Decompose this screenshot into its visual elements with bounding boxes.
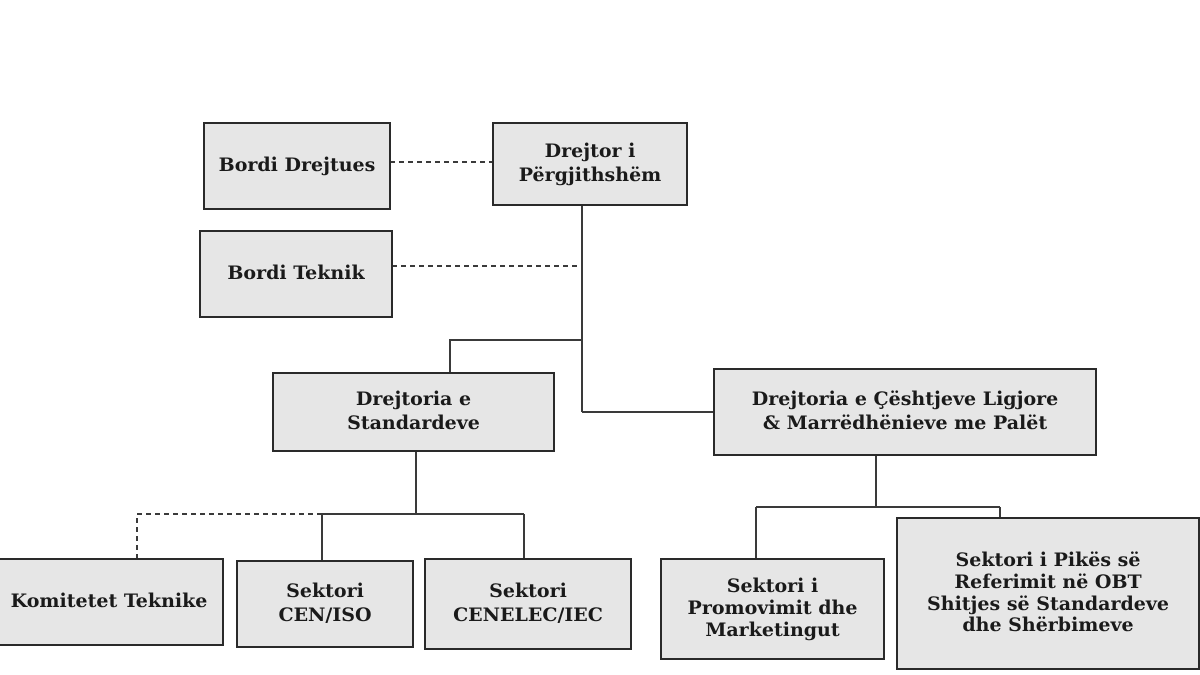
node-text: Sektori: [286, 580, 364, 603]
node-technical-committees: Komitetet Teknike: [0, 558, 224, 646]
node-technical-board: Bordi Teknik: [199, 230, 393, 318]
node-text: Drejtoria e Çështjeve Ligjore: [751, 388, 1059, 411]
node-text: Bordi Teknik: [227, 262, 365, 285]
node-sector-cen-iso: Sektori CEN/ISO: [236, 560, 414, 648]
node-text: Sektori i Pikës së: [955, 548, 1141, 571]
node-text: Komitetet Teknike: [10, 590, 208, 613]
node-text: Referimit në OBT: [954, 570, 1142, 593]
node-legal-directorate: Drejtoria e Çështjeve Ligjore & Marrëdhë…: [713, 368, 1097, 456]
link-standards-directorate: [449, 339, 582, 372]
node-text: Shitjes së Standardeve: [927, 592, 1169, 615]
node-steering-board: Bordi Drejtues: [203, 122, 391, 210]
node-text: CENELEC/IEC: [453, 604, 603, 626]
node-text: Sektori: [489, 580, 567, 603]
node-text: & Marrëdhënieve me Palët: [762, 412, 1048, 434]
node-standards-directorate: Drejtoria e Standardeve: [272, 372, 555, 452]
node-sector-cenelec-iec: Sektori CENELEC/IEC: [424, 558, 632, 650]
node-text: Marketingut: [705, 618, 840, 641]
node-text: CEN/ISO: [278, 604, 372, 626]
node-text: Bordi Drejtues: [218, 154, 376, 177]
node-text: Promovimit dhe: [687, 597, 858, 620]
node-text: dhe Shërbimeve: [962, 614, 1134, 637]
node-text: Drejtoria e: [355, 388, 472, 411]
node-director-general: Drejtor i Përgjithshëm: [492, 122, 688, 206]
node-sector-reference: Sektori i Pikës së Referimit në OBT Shit…: [896, 517, 1200, 670]
node-text: Përgjithshëm: [518, 164, 662, 186]
dashed-link-committees: [136, 513, 322, 558]
node-text: Sektori i: [726, 575, 819, 598]
node-sector-promotion: Sektori i Promovimit dhe Marketingut: [660, 558, 885, 660]
node-text: Drejtor i: [544, 140, 636, 163]
node-text: Standardeve: [347, 412, 480, 434]
